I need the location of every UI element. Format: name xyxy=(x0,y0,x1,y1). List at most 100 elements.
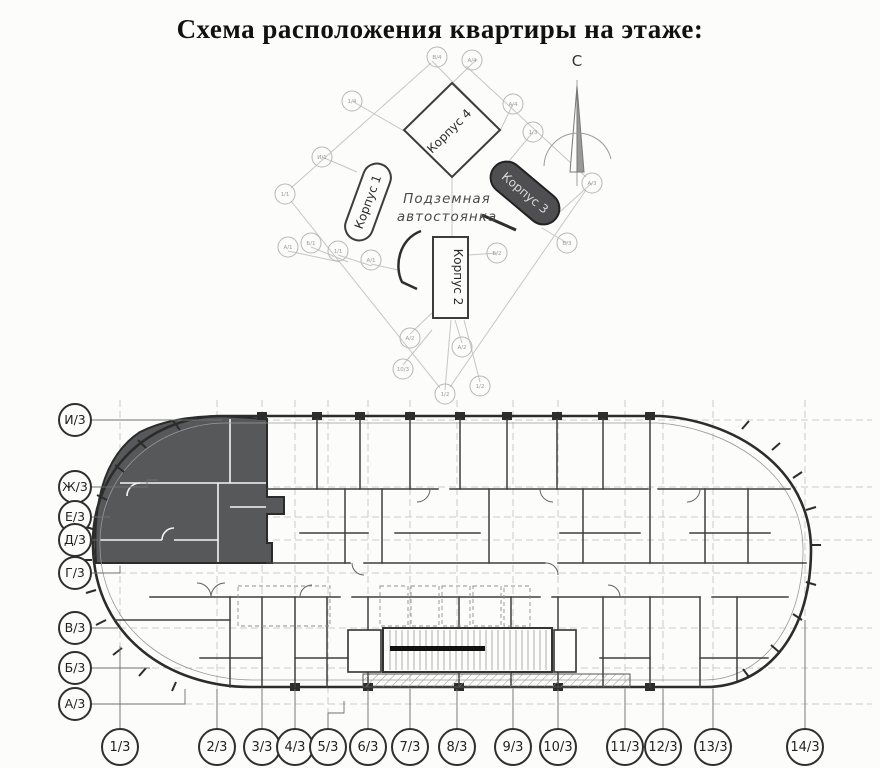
axis-bubble: Ж/3 xyxy=(58,470,92,504)
axis-bubble-label: 10/3 xyxy=(543,740,572,755)
axis-bubble-label: 3/3 xyxy=(252,740,273,755)
axis-bubble-label: 9/3 xyxy=(503,740,524,755)
axis-bubble-label: 4/3 xyxy=(285,740,306,755)
axis-bubble: Д/3 xyxy=(58,523,92,557)
axis-bubble-label: В/3 xyxy=(65,620,86,635)
site-marker: 1/2 xyxy=(469,375,491,397)
axis-bubble: 9/3 xyxy=(494,728,532,766)
axis-bubble: 5/3 xyxy=(309,728,347,766)
site-marker-label: А/4 xyxy=(508,102,518,108)
axis-bubble: 10/3 xyxy=(539,728,577,766)
axis-bubble-label: А/3 xyxy=(65,696,86,711)
site-marker: 1/4 xyxy=(341,90,363,112)
entrance-strip xyxy=(362,673,631,688)
bottom-axes: 1/3 2/3 3/3 4/3 5/3 6/3 7/3 8/3 9/3 10/3… xyxy=(101,620,824,766)
parking-ramp xyxy=(397,229,422,291)
site-marker-label: А/1 xyxy=(366,258,375,264)
axis-bubble: И/3 xyxy=(58,403,92,437)
left-axes: И/3 Ж/3 Е/3 Д/3 Г/3 В/3 Б/3 А/3 xyxy=(58,403,222,721)
site-marker-label: В/4 xyxy=(432,55,442,61)
site-marker: А/4 xyxy=(461,49,483,71)
site-marker: 10/3 xyxy=(392,358,414,380)
site-marker: А/1 xyxy=(360,249,382,271)
site-marker-label: 1/3 xyxy=(529,130,538,136)
axis-bubble-label: Б/3 xyxy=(65,660,86,675)
page-title: Схема расположения квартиры на этаже: xyxy=(176,14,704,44)
interior-walls xyxy=(114,418,807,688)
site-marker: Б/2 xyxy=(486,242,508,264)
axis-bubble-label: 5/3 xyxy=(318,740,339,755)
site-marker: И/1 xyxy=(311,146,333,168)
axis-bubble: А/3 xyxy=(58,687,92,721)
parking-label-line2: автостоянка xyxy=(397,209,497,225)
site-marker: 1/3 xyxy=(522,121,544,143)
parking-label: Подземная автостоянка xyxy=(397,191,497,225)
axis-bubble-label: 14/3 xyxy=(790,740,819,755)
site-marker: В/3 xyxy=(556,232,578,254)
site-marker: В/4 xyxy=(426,46,448,68)
site-marker-label: А/1 xyxy=(283,245,292,251)
site-marker-label: А/2 xyxy=(457,345,466,351)
site-marker-label: Б/2 xyxy=(492,251,501,257)
axis-bubble: В/3 xyxy=(58,611,92,645)
parking-label-line1: Подземная xyxy=(403,191,491,207)
axis-bubble-label: 6/3 xyxy=(358,740,379,755)
building-korpus-4: Корпус 4 xyxy=(402,81,502,179)
site-marker-label: 1/1 xyxy=(281,192,290,198)
site-plan: Корпус 4 Корпус 1 Корпус 3 Корпус 2 Подз… xyxy=(274,46,612,405)
elevator-shaft-right xyxy=(553,629,577,673)
axis-bubble: 11/3 xyxy=(606,728,644,766)
floor-plan: И/3 Ж/3 Е/3 Д/3 Г/3 В/3 Б/3 А/3 xyxy=(58,400,872,766)
building-korpus-2: Корпус 2 xyxy=(432,236,469,319)
axis-bubble-label: Д/3 xyxy=(64,532,86,547)
site-marker-label: 10/3 xyxy=(397,367,410,373)
elevator-shaft-left xyxy=(347,629,382,673)
axis-bubble: 7/3 xyxy=(391,728,429,766)
site-marker: А/2 xyxy=(451,336,473,358)
site-axis-markers: В/4 А/4 1/4 А/4 1/3 И/1 1/1 А/3 В/3 А/1 … xyxy=(274,46,603,405)
axis-bubble-label: 12/3 xyxy=(648,740,677,755)
axis-bubble: 14/3 xyxy=(786,728,824,766)
axis-bubble-label: Е/3 xyxy=(65,509,85,524)
axis-bubble-label: 7/3 xyxy=(400,740,421,755)
axis-bubble: 3/3 xyxy=(243,728,281,766)
site-marker: 1/2 xyxy=(434,383,456,405)
site-wedge xyxy=(481,213,517,232)
wall-ticks xyxy=(82,420,821,692)
axis-bubble-label: 13/3 xyxy=(698,740,727,755)
axis-bubble-label: Г/3 xyxy=(65,565,85,580)
highlighted-apartment xyxy=(94,414,285,564)
site-marker: Б/1 xyxy=(300,232,322,254)
site-marker-label: 1/2 xyxy=(441,392,450,398)
axis-bubble-label: И/3 xyxy=(64,412,86,427)
stair-core xyxy=(237,585,631,688)
axis-bubble: 13/3 xyxy=(694,728,732,766)
site-marker: А/3 xyxy=(581,172,603,194)
building-outline xyxy=(91,414,813,689)
site-marker-label: А/4 xyxy=(467,58,477,64)
axis-bubble-label: 8/3 xyxy=(447,740,468,755)
site-marker-label: В/3 xyxy=(562,241,572,247)
site-marker: А/2 xyxy=(399,327,421,349)
axis-bubble: 6/3 xyxy=(349,728,387,766)
site-marker-label: А/2 xyxy=(405,336,414,342)
axis-bubble-label: Ж/3 xyxy=(62,479,88,494)
axis-bubble: 12/3 xyxy=(644,728,682,766)
site-marker-label: 1/4 xyxy=(348,99,357,105)
site-marker-label: И/1 xyxy=(317,155,326,161)
axis-bubble: 8/3 xyxy=(438,728,476,766)
axis-bubble: 2/3 xyxy=(198,728,236,766)
axis-bubble: 1/3 xyxy=(101,728,139,766)
north-arrow: С xyxy=(543,52,612,186)
site-marker: 1/1 xyxy=(327,240,349,262)
site-marker-label: 1/2 xyxy=(476,384,485,390)
site-marker: А/1 xyxy=(277,236,299,258)
axis-bubble: 4/3 xyxy=(276,728,314,766)
building-korpus-1: Корпус 1 xyxy=(344,162,392,242)
site-marker-label: А/3 xyxy=(587,181,597,187)
door-arcs xyxy=(196,488,701,598)
axis-bubble: Г/3 xyxy=(58,556,92,590)
site-marker-label: Б/1 xyxy=(306,241,315,247)
